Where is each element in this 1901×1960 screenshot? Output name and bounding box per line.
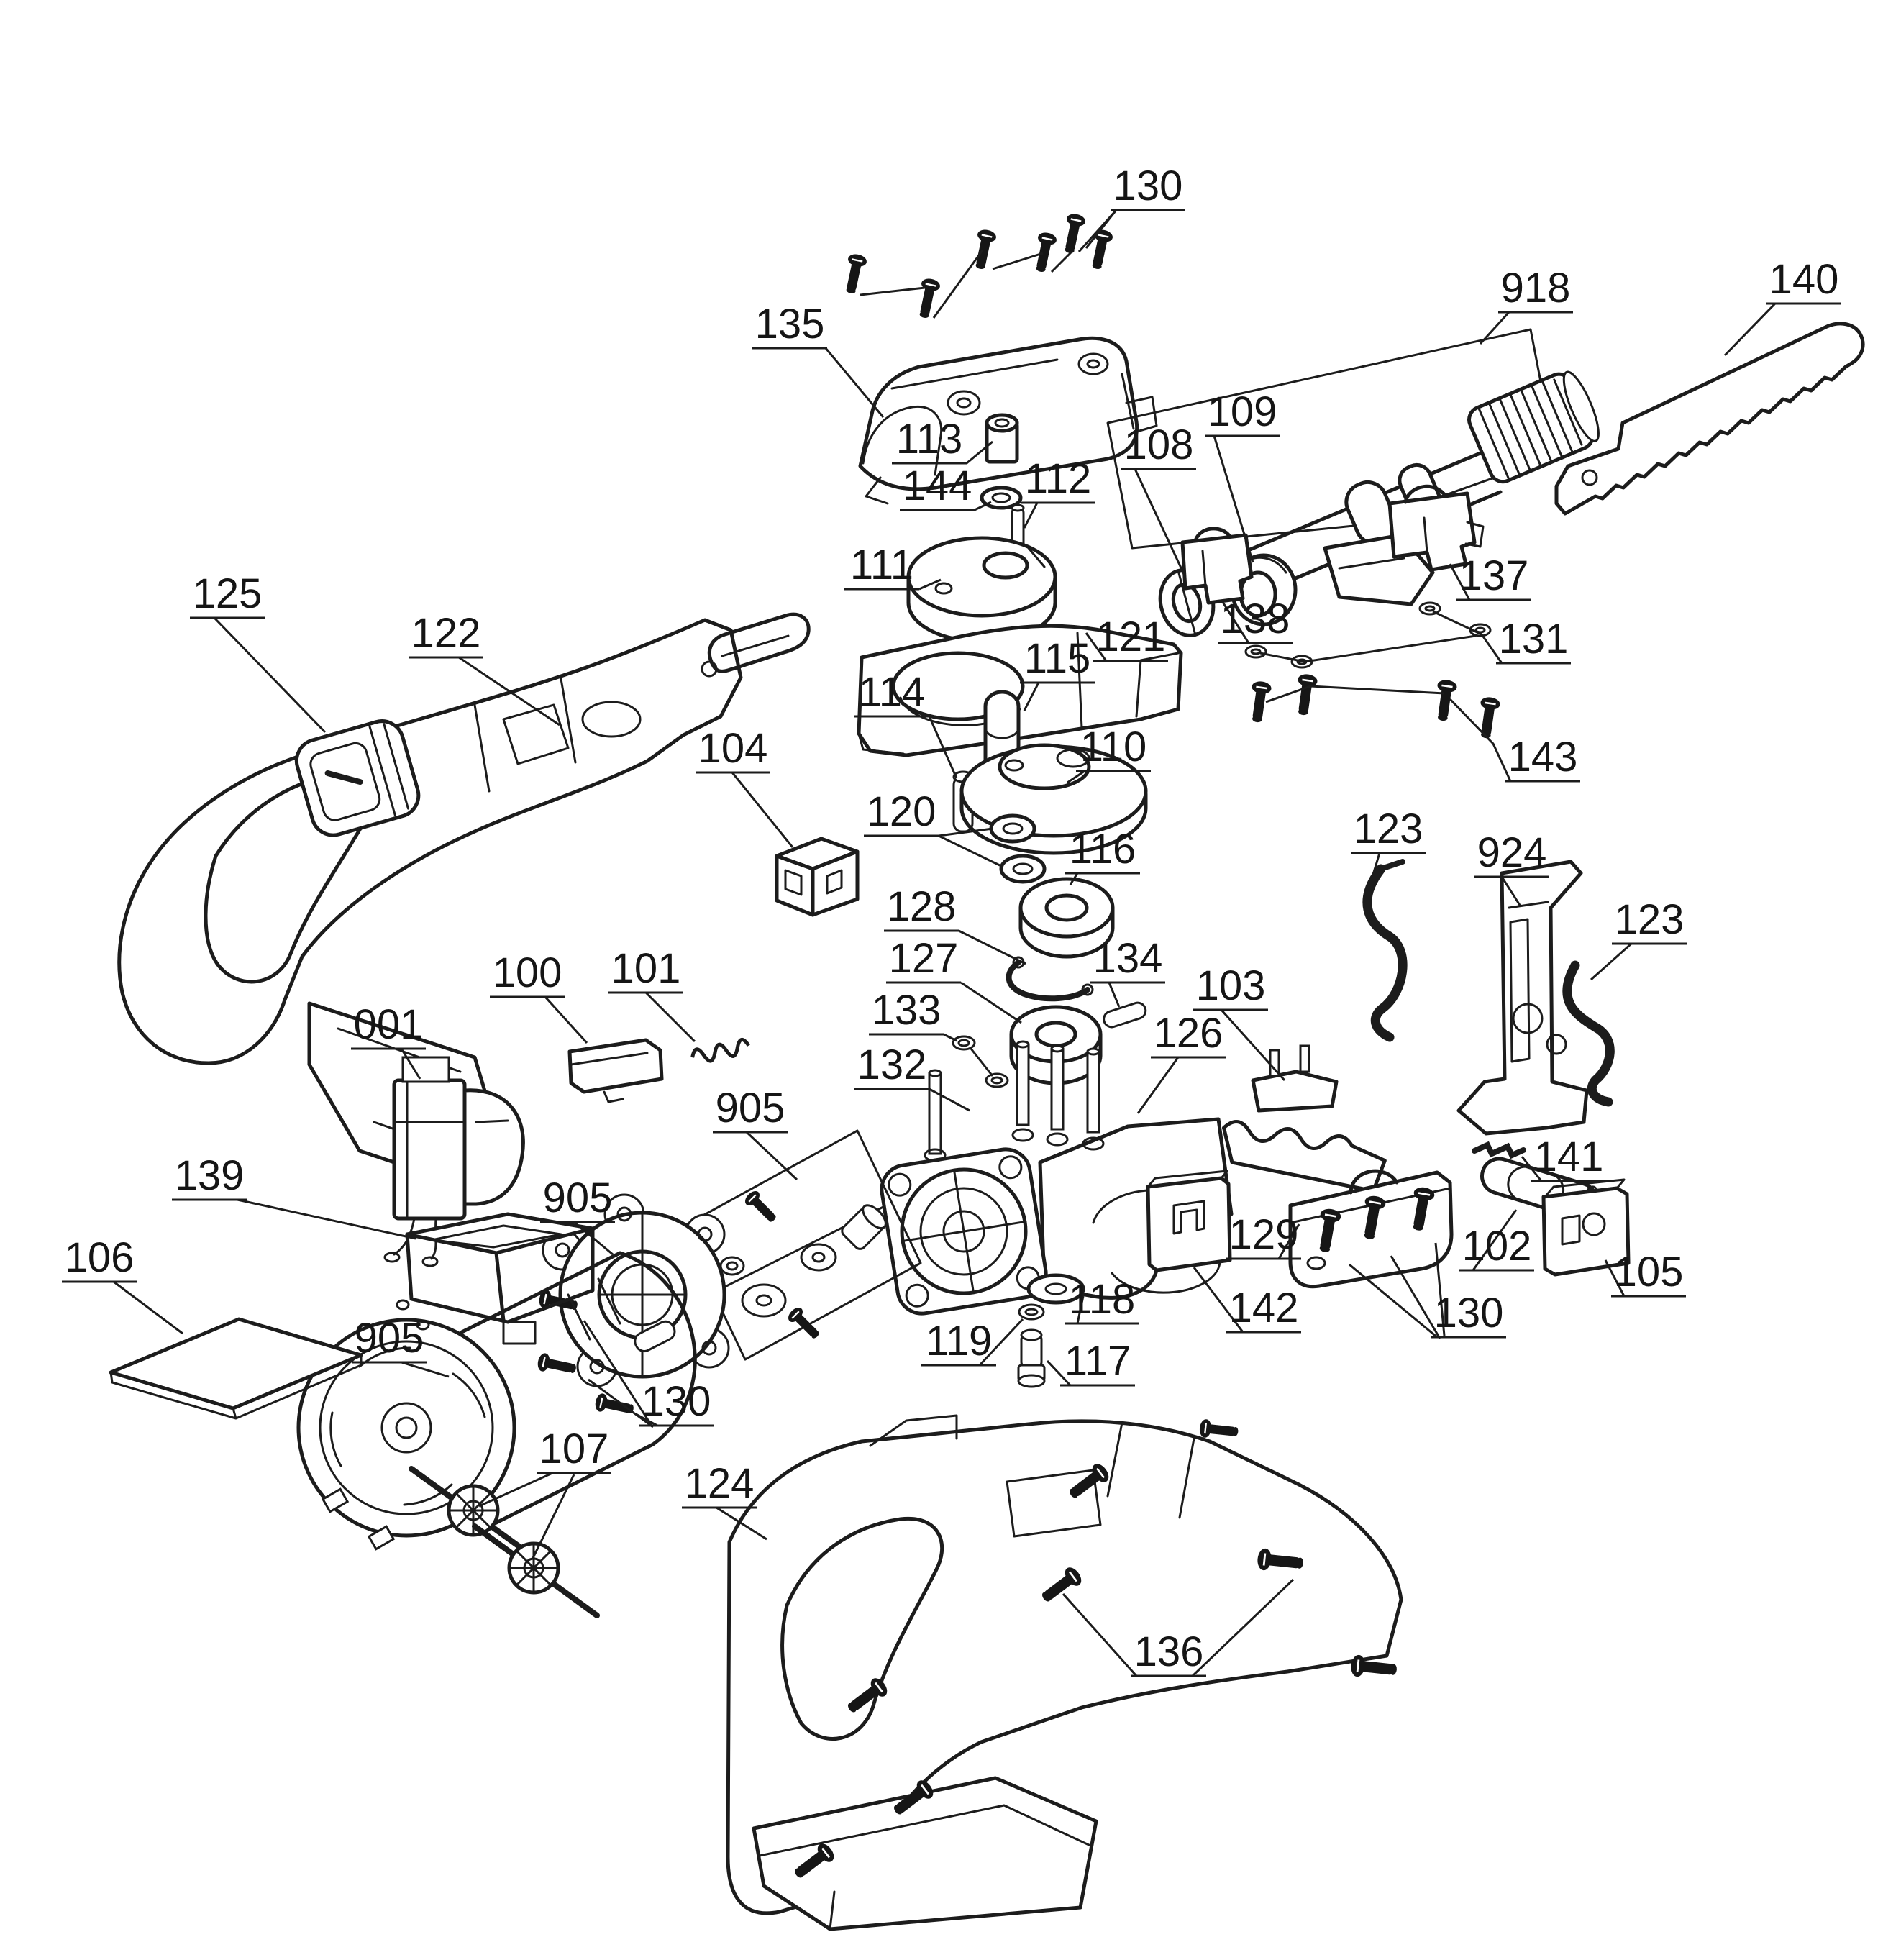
part-label-905-kit: 905: [716, 1085, 785, 1131]
kit-box-905: [680, 1129, 922, 1361]
part-label-115: 115: [1024, 635, 1090, 682]
part-label-108: 108: [1124, 421, 1194, 468]
part-label-109: 109: [1208, 388, 1277, 435]
clip-123-right: [1562, 960, 1615, 1107]
part-label-106: 106: [65, 1234, 135, 1281]
part-label-129: 129: [1229, 1211, 1299, 1258]
part-label-123-right: 123: [1615, 896, 1685, 943]
trigger-switch-001: [383, 1056, 525, 1267]
part-label-101: 101: [611, 945, 681, 992]
part-label-122: 122: [411, 610, 481, 657]
motor-905: [296, 1251, 697, 1551]
clamp-137: [1387, 484, 1485, 572]
screws-143: [1246, 672, 1502, 741]
bag-142: [1146, 1170, 1232, 1272]
part-label-924: 924: [1477, 829, 1547, 876]
part-label-124: 124: [685, 1460, 755, 1507]
part-label-918: 918: [1501, 265, 1571, 311]
spring-101: [690, 1037, 750, 1063]
knob-125: [294, 719, 421, 837]
washer-144: [980, 486, 1023, 510]
part-label-130-motor: 130: [642, 1378, 711, 1425]
contact-bracket-103: [1221, 1044, 1387, 1193]
frame-139: [396, 1212, 595, 1345]
part-label-144: 144: [903, 462, 972, 509]
spindle-assembly-918: [1225, 370, 1600, 606]
part-label-120: 120: [867, 788, 936, 835]
part-label-141: 141: [1534, 1134, 1604, 1180]
part-label-128: 128: [887, 883, 957, 930]
gearbox-housing-126: [880, 1117, 1234, 1316]
part-label-142: 142: [1229, 1285, 1299, 1331]
part-labels: 130 135 113 144 112 918 140 108 109 111 …: [65, 163, 1839, 1675]
leader-lines: [62, 209, 1841, 1677]
part-label-104: 104: [698, 725, 768, 772]
oring-119: [1018, 1303, 1045, 1321]
cover-plate-100: [567, 1038, 664, 1103]
part-label-118: 118: [1069, 1276, 1135, 1323]
eccentric-111: [906, 536, 1057, 644]
clamp-knobs-107: [409, 1466, 600, 1618]
part-label-126: 126: [1154, 1010, 1223, 1057]
washers-120: [989, 813, 1047, 884]
bolt-117: [1017, 1328, 1046, 1388]
part-label-116: 116: [1070, 826, 1136, 872]
part-label-107: 107: [539, 1426, 609, 1472]
part-label-001: 001: [354, 1001, 424, 1048]
hanging-hook-clip: [701, 612, 811, 678]
gear-wheel-110: [959, 743, 1148, 855]
part-label-137: 137: [1459, 552, 1529, 599]
part-label-103: 103: [1196, 962, 1266, 1009]
part-label-139: 139: [175, 1152, 245, 1199]
part-label-119: 119: [926, 1318, 992, 1364]
part-label-100: 100: [493, 949, 562, 996]
part-label-105: 105: [1614, 1249, 1684, 1295]
kit-box-918: [1106, 328, 1556, 550]
clip-141: [1472, 1141, 1526, 1159]
part-label-138: 138: [1221, 596, 1290, 642]
part-label-143: 143: [1508, 734, 1578, 780]
part-label-123-left: 123: [1354, 806, 1423, 852]
bearing-116: [1018, 877, 1115, 959]
screws-130-top: [840, 211, 1115, 321]
part-label-113: 113: [896, 416, 962, 462]
housing-124: [726, 1414, 1403, 1931]
part-label-134: 134: [1093, 935, 1163, 982]
part-label-114: 114: [859, 669, 925, 716]
part-label-132: 132: [857, 1041, 927, 1088]
block-105: [1541, 1178, 1631, 1277]
motor-flange-905: [542, 1193, 730, 1387]
part-label-131: 131: [1499, 616, 1569, 662]
part-label-102: 102: [1462, 1223, 1532, 1270]
part-label-125: 125: [193, 570, 263, 617]
bushing-113: [985, 413, 1019, 464]
part-label-110: 110: [1080, 724, 1146, 770]
part-label-140: 140: [1769, 256, 1839, 303]
part-label-135: 135: [755, 301, 825, 347]
circlip-128: [1006, 956, 1094, 1002]
roll-pin-134: [1103, 1001, 1147, 1029]
part-label-130-right: 130: [1434, 1290, 1504, 1336]
clip-123-left: [1362, 859, 1408, 1042]
part-label-117: 117: [1065, 1338, 1131, 1385]
part-label-136: 136: [1134, 1628, 1204, 1675]
part-label-905-flange: 905: [543, 1175, 613, 1221]
part-label-121: 121: [1096, 614, 1166, 660]
part-label-905-motor: 905: [355, 1315, 424, 1362]
part-label-127: 127: [889, 935, 959, 982]
part-label-133: 133: [872, 987, 942, 1034]
connector-104: [775, 837, 860, 917]
part-label-130-top: 130: [1113, 163, 1183, 209]
part-label-112: 112: [1025, 455, 1091, 502]
saw-blade-140: [1554, 322, 1865, 516]
guide-bracket-924: [1456, 860, 1589, 1136]
clamp-138: [1180, 527, 1254, 605]
part-label-111: 111: [850, 542, 913, 588]
washer-118: [1026, 1273, 1085, 1305]
washers-133: [952, 1035, 1009, 1088]
